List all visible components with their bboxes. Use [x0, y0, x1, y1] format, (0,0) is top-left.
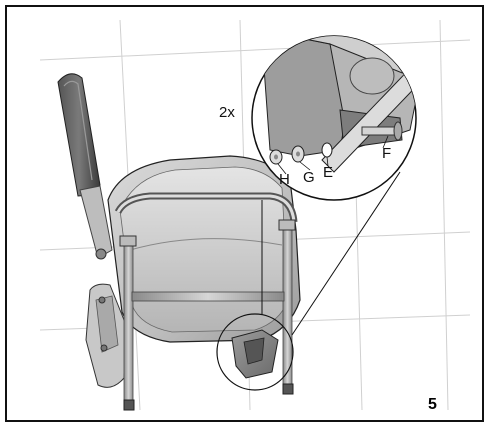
seat-shell: [107, 155, 301, 343]
frame-tubes: [114, 192, 298, 411]
detail-bubble: [251, 35, 417, 201]
highlight-circle: [216, 313, 294, 391]
part-label-e: E: [323, 164, 334, 181]
zoom-lines: [261, 171, 401, 336]
hinge-block: [231, 329, 279, 379]
step-number: 5: [428, 396, 437, 413]
part-label-h: H: [279, 171, 290, 188]
part-label-g: G: [303, 169, 315, 186]
armrest: [57, 73, 113, 260]
quantity-label: 2x: [219, 104, 235, 121]
part-label-f: F: [382, 145, 392, 162]
